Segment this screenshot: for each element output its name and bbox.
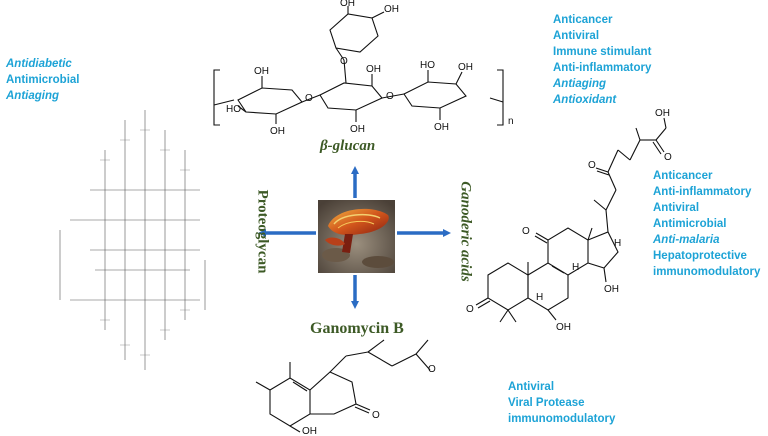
atom-oh: OH <box>340 0 355 9</box>
activity-item: Anti-malaria <box>653 234 720 246</box>
activity-item: Antiaging <box>6 90 60 102</box>
activity-item: immunomodulatory <box>508 413 616 425</box>
atom-oh: OH <box>655 108 670 119</box>
activity-item: Antiaging <box>553 78 607 90</box>
activity-item: immunomodulatory <box>653 266 761 278</box>
atom-oh: OH <box>366 64 381 75</box>
activity-item: Anticancer <box>553 14 613 26</box>
reishi-mushroom-photo <box>318 200 395 273</box>
activity-item: Hepatoprotective <box>653 250 747 262</box>
activity-item: Antioxidant <box>553 94 617 106</box>
proteoglycan-label: Proteoglycan <box>254 189 271 274</box>
activity-item: Antiviral <box>508 381 555 393</box>
atom-ho: HO <box>226 104 241 115</box>
activity-item: Antimicrobial <box>6 74 80 86</box>
ganoderic-acids-label: Ganoderic acids <box>457 181 474 282</box>
activity-item: Anti-inflammatory <box>553 62 652 74</box>
atom-o: O <box>522 226 530 237</box>
atom-o: O <box>588 160 596 171</box>
atom-o: O <box>340 56 348 67</box>
atom-oh: OH <box>384 4 399 15</box>
activity-item: Antimicrobial <box>653 218 727 230</box>
atom-o: O <box>664 152 672 163</box>
atom-o: O <box>386 91 394 102</box>
activity-item: Anti-inflammatory <box>653 186 752 198</box>
atom-oh: OH <box>434 122 449 133</box>
activity-item: Viral Protease <box>508 397 585 409</box>
activity-item: Antiviral <box>653 202 700 214</box>
atom-h: H <box>572 262 579 273</box>
beta-glucan-structure <box>213 6 504 126</box>
atom-o: O <box>305 93 313 104</box>
activity-item: Antidiabetic <box>6 58 72 70</box>
ganoderic-acid-structure <box>475 117 667 323</box>
atom-h: H <box>614 238 621 249</box>
atom-oh: OH <box>302 426 317 436</box>
atom-oh: OH <box>254 66 269 77</box>
activity-item: Anticancer <box>653 170 713 182</box>
ganoderic-acid-atom-labels: O O OH OH O O OH H H H <box>466 108 672 333</box>
atom-oh: OH <box>350 124 365 135</box>
atom-o: O <box>466 304 474 315</box>
arrows <box>258 166 451 309</box>
ganomycin-b-atom-labels: O OH O <box>302 364 436 436</box>
atom-h: H <box>536 292 543 303</box>
ganomycin-b-label: Ganomycin B <box>310 320 404 337</box>
atom-ho: HO <box>420 60 435 71</box>
beta-glucan-label: β-glucan <box>320 138 376 154</box>
activity-item: Antiviral <box>553 30 600 42</box>
ganomycin-b-structure <box>255 339 431 433</box>
proteoglycan-structure <box>59 110 206 370</box>
atom-o: O <box>428 364 436 375</box>
activity-item: Immune stimulant <box>553 46 652 58</box>
atom-o: O <box>372 410 380 421</box>
repeat-subscript: n <box>508 116 514 127</box>
atom-oh: OH <box>270 126 285 137</box>
atom-oh: OH <box>556 322 571 333</box>
atom-oh: OH <box>458 62 473 73</box>
atom-oh: OH <box>604 284 619 295</box>
beta-glucan-atom-labels: OH HO OH OH OH OH HO OH OH OH O O O n <box>226 0 514 137</box>
